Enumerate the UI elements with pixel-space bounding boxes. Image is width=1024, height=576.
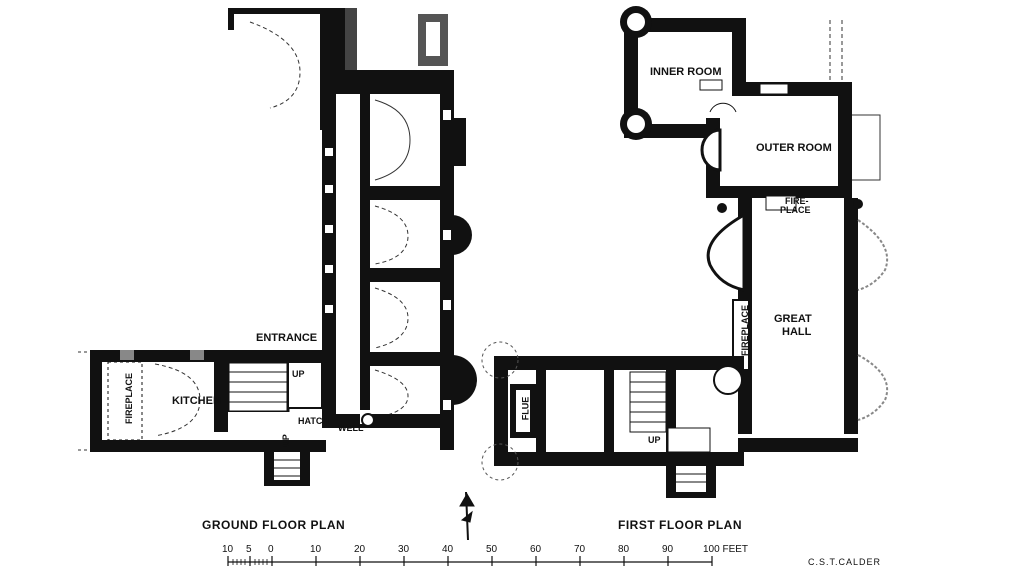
entrance-label: ENTRANCE — [256, 332, 318, 344]
scale-tick-label: 70 — [574, 544, 586, 555]
scale-tick-label: 50 — [486, 544, 498, 555]
kitchen-label: KITCHEN — [172, 395, 221, 407]
scale-tick-label: 30 — [398, 544, 410, 555]
scale-tick-label: 40 — [442, 544, 454, 555]
scale-tick-label: 5 — [246, 544, 252, 555]
entry-up-label: UP — [280, 434, 291, 447]
credit-text: C.S.T.CALDER — [808, 557, 882, 567]
scale-tick-label: 10 — [222, 544, 234, 555]
stair-up-label: UP — [292, 369, 305, 379]
well-label: WELL — [338, 423, 364, 433]
scale-tick-label: 90 — [662, 544, 674, 555]
flue-label: FLUE — [520, 396, 531, 421]
hall-label: HALL — [782, 326, 812, 338]
great-label: GREAT — [774, 313, 812, 325]
first-floor-plan — [481, 6, 889, 498]
outer-room-label: OUTER ROOM — [756, 142, 832, 154]
scale-tick-label: 80 — [618, 544, 630, 555]
first-up-label: UP — [648, 435, 661, 445]
ground-fireplace-label: FIREPLACE — [124, 372, 135, 425]
scale-tick-label: 100 FEET — [703, 544, 749, 555]
first-floor-title: FIRST FLOOR PLAN — [618, 518, 742, 532]
scale-tick-label: 10 — [310, 544, 322, 555]
ground-floor-title: GROUND FLOOR PLAN — [202, 518, 346, 532]
hall-fireplace-label: FIREPLACE — [740, 304, 751, 357]
scale-tick-label: 20 — [354, 544, 366, 555]
ground-floor-plan — [78, 8, 477, 486]
hatch-label: HATCH — [298, 416, 329, 426]
scale-tick-label: 0 — [268, 544, 274, 555]
fireplace-bottom-label: PLACE — [780, 205, 811, 215]
fireplace-top-label: FIRE- — [785, 196, 809, 206]
north-arrow-icon — [459, 491, 475, 541]
scale-bar — [227, 556, 713, 566]
inner-room-label: INNER ROOM — [650, 66, 722, 78]
scale-tick-label: 60 — [530, 544, 542, 555]
